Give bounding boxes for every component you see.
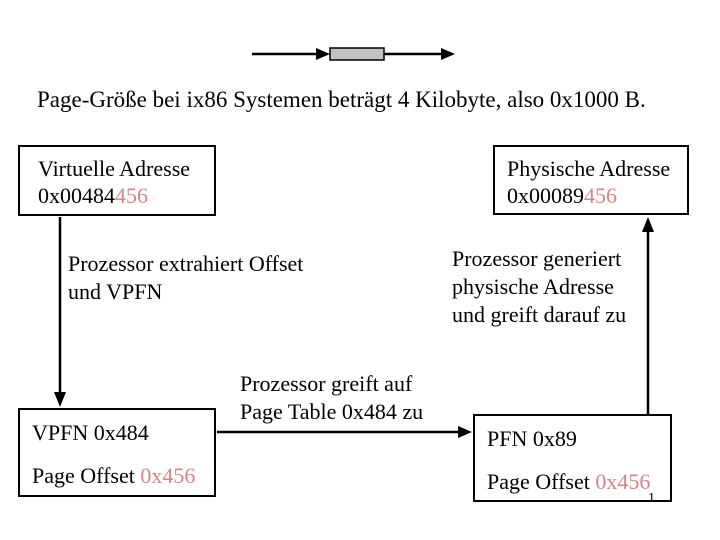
virtual-address-label: Virtuelle Adresse — [38, 156, 191, 181]
arrow-pfn-to-physical — [642, 217, 654, 414]
label-line: Prozessor greift auf — [240, 371, 413, 396]
label-line: und VPFN — [68, 279, 163, 304]
pfn-value: PFN 0x89 — [487, 426, 577, 451]
label-extract-offset: Prozessor extrahiert Offset und VPFN — [68, 250, 303, 306]
arrowhead-down — [54, 392, 66, 407]
page-title: Page-Größe bei ix86 Systemen beträgt 4 K… — [37, 87, 646, 112]
physical-address-value-black: 0x00089 — [507, 183, 584, 208]
vpfn-value: VPFN 0x484 — [32, 420, 149, 445]
physical-address-value: 0x00089456 — [507, 182, 687, 209]
page-block — [329, 47, 385, 61]
virtual-address-value: 0x00484456 — [38, 182, 214, 209]
virtual-address-value-offset: 456 — [115, 183, 148, 208]
flow-decoration — [252, 47, 455, 61]
label-line: Prozessor generiert — [452, 246, 622, 271]
pfn-box: PFN 0x89 Page Offset 0x456 — [473, 414, 672, 502]
pfn-page-offset-value: 0x456 — [595, 469, 651, 494]
label-line: physische Adresse — [452, 274, 614, 299]
label-generate-address: Prozessor generiert physische Adresse un… — [452, 245, 626, 329]
vpfn-page-offset: Page Offset 0x456 — [32, 462, 214, 489]
label-line: Page Table 0x484 zu — [240, 399, 424, 424]
vpfn-page-offset-label: Page Offset — [32, 463, 141, 488]
physical-address-label: Physische Adresse — [507, 156, 671, 181]
pfn-page-offset-label: Page Offset — [487, 469, 596, 494]
pfn-page-offset: Page Offset 0x456 — [487, 468, 670, 495]
vpfn-page-offset-value: 0x456 — [140, 463, 196, 488]
arrowhead-up — [642, 217, 654, 232]
physical-address-value-offset: 456 — [584, 183, 617, 208]
vpfn-box: VPFN 0x484 Page Offset 0x456 — [18, 408, 216, 497]
flow-arrowhead-right — [441, 48, 455, 60]
physical-address-box: Physische Adresse 0x00089456 — [493, 145, 689, 215]
flow-arrowhead-left — [316, 48, 330, 60]
virtual-address-value-black: 0x00484 — [38, 183, 115, 208]
arrow-vpfn-to-pfn — [217, 426, 472, 438]
arrowhead-right — [458, 426, 472, 438]
page-number: 1 — [648, 491, 655, 506]
virtual-address-box: Virtuelle Adresse 0x00484456 — [18, 145, 216, 216]
label-page-table-access: Prozessor greift auf Page Table 0x484 zu — [240, 370, 423, 426]
label-line: Prozessor extrahiert Offset — [68, 251, 304, 276]
arrow-virtual-to-vpfn — [54, 217, 66, 407]
label-line: und greift darauf zu — [452, 302, 627, 327]
